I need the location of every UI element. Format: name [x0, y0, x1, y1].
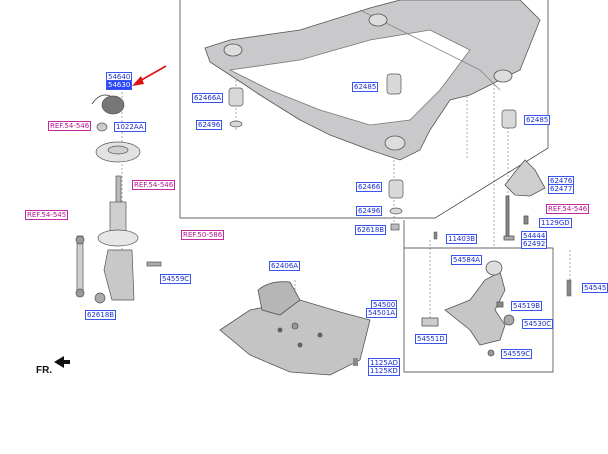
ref-label-54-545[interactable]: REF.54-545: [25, 210, 69, 220]
part-label-54559C[interactable]: 54559C: [501, 349, 533, 359]
part-label-54559C[interactable]: 54559C: [160, 274, 192, 284]
lower-control-arm: [421, 260, 515, 357]
part-label-62466[interactable]: 62466: [356, 182, 383, 192]
part-label-54551D[interactable]: 54551D: [415, 334, 447, 344]
part-label-54519B[interactable]: 54519B: [511, 301, 543, 311]
part-label-54530C[interactable]: 54530C: [522, 319, 554, 329]
part-label-62477[interactable]: 62477: [548, 184, 575, 194]
ref-label-54-546[interactable]: REF.54-546: [546, 204, 590, 214]
part-label-62618B[interactable]: 62618B: [355, 225, 387, 235]
front-direction-label: FR.: [36, 365, 53, 376]
part-label-62618B[interactable]: 62618B: [85, 310, 117, 320]
part-label-62485[interactable]: 62485: [524, 115, 551, 125]
subframe-crossmember: [204, 0, 541, 161]
part-label-1125KD[interactable]: 1125KD: [368, 366, 400, 376]
front-arrow-icon: [54, 356, 70, 368]
ref-label-54-546[interactable]: REF.54-546: [132, 180, 176, 190]
part-label-54501A[interactable]: 54501A: [366, 308, 398, 318]
part-label-62496[interactable]: 62496: [196, 120, 223, 130]
part-label-62485[interactable]: 62485: [352, 82, 379, 92]
bolt-icon: [353, 358, 358, 366]
part-label-62492[interactable]: 62492: [521, 239, 548, 249]
part-label-1129GD[interactable]: 1129GD: [539, 218, 572, 228]
part-label-54630[interactable]: 54630: [106, 80, 133, 90]
part-label-54545[interactable]: 54545: [582, 283, 608, 293]
part-label-54584A[interactable]: 54584A: [451, 255, 483, 265]
subframe-group-frame: [179, 0, 554, 373]
bushings: [228, 73, 517, 231]
ref-label-54-546[interactable]: REF.54-546: [48, 121, 92, 131]
small-bolts: [433, 231, 572, 297]
ref-label-50-586[interactable]: REF.50-586: [181, 230, 225, 240]
highlight-arrow: [132, 65, 167, 86]
part-label-11403B[interactable]: 11403B: [446, 234, 478, 244]
knuckle-bracket: [503, 159, 546, 241]
strut-assembly: [75, 94, 162, 304]
skid-plate: [219, 281, 371, 376]
part-label-1022AA[interactable]: 1022AA: [114, 122, 146, 132]
part-label-62466A[interactable]: 62466A: [192, 93, 224, 103]
part-label-62496[interactable]: 62496: [356, 206, 383, 216]
part-label-62406A[interactable]: 62406A: [269, 261, 301, 271]
